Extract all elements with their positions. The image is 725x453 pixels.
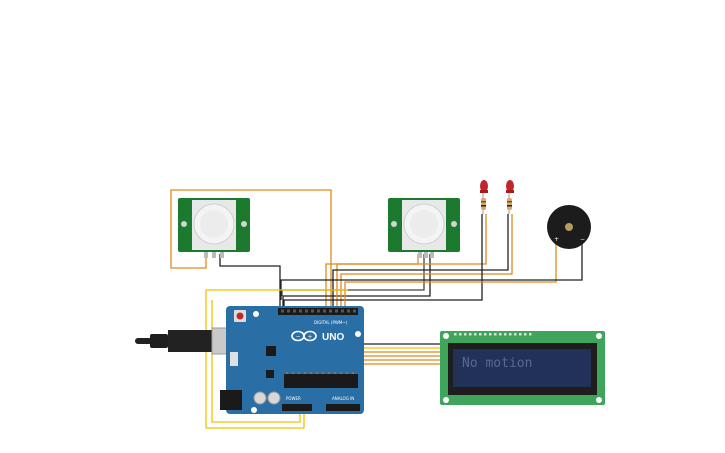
- svg-text:−: −: [580, 236, 585, 243]
- svg-text:+: +: [308, 334, 313, 341]
- svg-text:−: −: [296, 334, 301, 341]
- power-jack[interactable]: [220, 390, 242, 410]
- digital-label: DIGITAL (PWM~): [314, 320, 348, 325]
- wire-orange-led2[interactable]: [340, 214, 513, 308]
- power-label: POWER: [286, 396, 301, 401]
- svg-text:+: +: [554, 236, 559, 243]
- wire-orange-pir1-loop[interactable]: [170, 189, 332, 308]
- wire-black-led-gnd[interactable]: [283, 214, 483, 308]
- wire-orange-buzzer[interactable]: [344, 244, 557, 308]
- led-1[interactable]: [480, 180, 488, 214]
- arduino-uno-board[interactable]: DIGITAL (PWM~) − + UNO POWER A: [220, 306, 364, 414]
- led-2[interactable]: [506, 180, 514, 214]
- wire-orange-led1[interactable]: [336, 214, 487, 308]
- lcd-16x2[interactable]: No motion: [440, 331, 605, 405]
- wire-black-pir1-gnd[interactable]: [219, 254, 281, 308]
- wire-black-pir2-vcc[interactable]: [281, 254, 425, 296]
- pir-sensor-2[interactable]: [388, 198, 460, 258]
- analog-label: ANALOG IN: [332, 396, 354, 401]
- piezo-buzzer[interactable]: + −: [547, 205, 591, 249]
- pir-sensor-1[interactable]: [178, 198, 250, 258]
- wire-black-led2-gnd[interactable]: [332, 214, 509, 308]
- lcd-screen: [453, 349, 591, 387]
- wire-black-pir2-gnd[interactable]: [282, 254, 431, 308]
- microcontroller-chip: [284, 374, 358, 388]
- model-label: UNO: [322, 332, 344, 343]
- lcd-display-text: No motion: [462, 356, 532, 371]
- arduino-logo: − +: [291, 330, 317, 342]
